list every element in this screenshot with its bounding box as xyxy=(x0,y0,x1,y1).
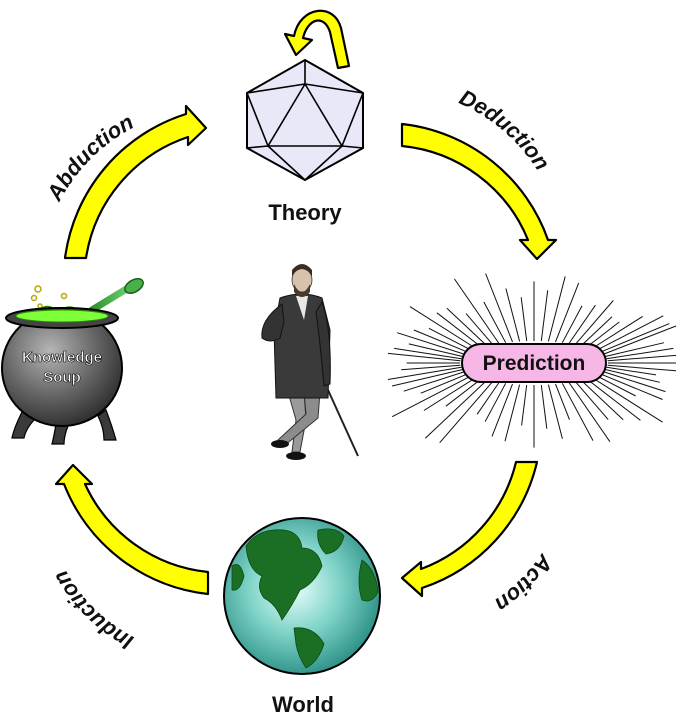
standing-man-figure xyxy=(261,264,359,460)
starburst-ray xyxy=(521,384,528,426)
starburst-ray xyxy=(568,382,611,442)
starburst-ray xyxy=(453,278,500,344)
starburst-ray xyxy=(607,354,677,362)
starburst-ray xyxy=(420,372,469,394)
deduction-arrow xyxy=(400,122,558,261)
starburst-ray xyxy=(403,370,466,392)
theory-label: Theory xyxy=(268,200,342,225)
action-arrow xyxy=(400,460,539,598)
abduction-arrow xyxy=(63,104,208,260)
starburst-ray xyxy=(602,325,677,356)
starburst-ray xyxy=(561,383,594,441)
starburst-ray xyxy=(413,329,469,354)
starburst-ray xyxy=(465,313,494,346)
starburst-ray xyxy=(555,383,570,420)
starburst-ray xyxy=(599,372,663,400)
starburst-ray xyxy=(520,297,528,342)
starburst-ray xyxy=(423,376,478,411)
starburst-ray xyxy=(424,379,488,439)
starburst-ray xyxy=(540,290,549,342)
starburst-ray xyxy=(428,327,473,352)
starburst-ray xyxy=(439,380,494,444)
starburst-ray xyxy=(580,379,624,421)
starburst-ray xyxy=(505,288,521,342)
starburst-ray xyxy=(590,376,663,423)
starburst-ray xyxy=(606,366,657,376)
starburst-ray xyxy=(397,332,466,356)
starburst-icon xyxy=(387,273,677,448)
starburst-ray xyxy=(561,305,583,343)
world-label: World xyxy=(272,692,334,716)
icosahedron-icon xyxy=(246,58,364,182)
starburst-ray xyxy=(574,380,609,420)
starburst-ray xyxy=(445,378,483,407)
action-label: Action xyxy=(491,549,559,617)
prediction-pill xyxy=(461,343,607,383)
starburst-ray xyxy=(585,378,641,421)
starburst-ray xyxy=(485,273,513,343)
starburst-ray xyxy=(604,368,660,383)
starburst-ray xyxy=(540,384,548,429)
starburst-ray xyxy=(602,370,666,393)
knowledge-soup-label-line1: Knowledge xyxy=(22,349,102,366)
starburst-ray xyxy=(599,323,670,354)
starburst-ray xyxy=(484,383,507,422)
starburst-ray xyxy=(401,364,461,371)
cauldron-icon xyxy=(1,278,144,445)
globe-icon xyxy=(223,517,381,675)
starburst-ray xyxy=(574,300,614,346)
starburst-ray xyxy=(394,347,462,360)
starburst-ray xyxy=(504,384,521,442)
starburst-ray xyxy=(408,343,464,358)
starburst-ray xyxy=(387,352,461,362)
starburst-ray xyxy=(595,374,636,397)
starburst-ray xyxy=(585,321,620,348)
starburst-ray xyxy=(476,382,500,415)
starburst-ray xyxy=(604,342,665,358)
starburst-ray xyxy=(555,282,580,343)
prediction-label: Prediction xyxy=(483,352,586,375)
starburst-ray xyxy=(483,301,507,343)
starburst-ray xyxy=(607,364,677,372)
starburst-ray xyxy=(606,347,674,360)
starburst-ray xyxy=(436,312,483,348)
self-loop-arrow xyxy=(283,9,351,70)
starburst-ray xyxy=(387,366,462,380)
starburst-ray xyxy=(446,307,488,347)
starburst-ray xyxy=(547,384,563,439)
starburst-ray xyxy=(391,374,473,418)
starburst-ray xyxy=(595,315,664,352)
starburst-ray xyxy=(580,316,613,347)
starburst-ray xyxy=(491,383,513,437)
induction-arrow xyxy=(54,463,210,596)
starburst-ray xyxy=(568,304,596,344)
starburst-ray xyxy=(391,368,464,387)
knowledge-soup-label-line2: Soup xyxy=(43,369,81,386)
starburst-ray xyxy=(590,315,643,350)
starburst-ray xyxy=(547,276,566,342)
starburst-ray xyxy=(409,306,478,350)
induction-label: Induction xyxy=(48,566,137,655)
